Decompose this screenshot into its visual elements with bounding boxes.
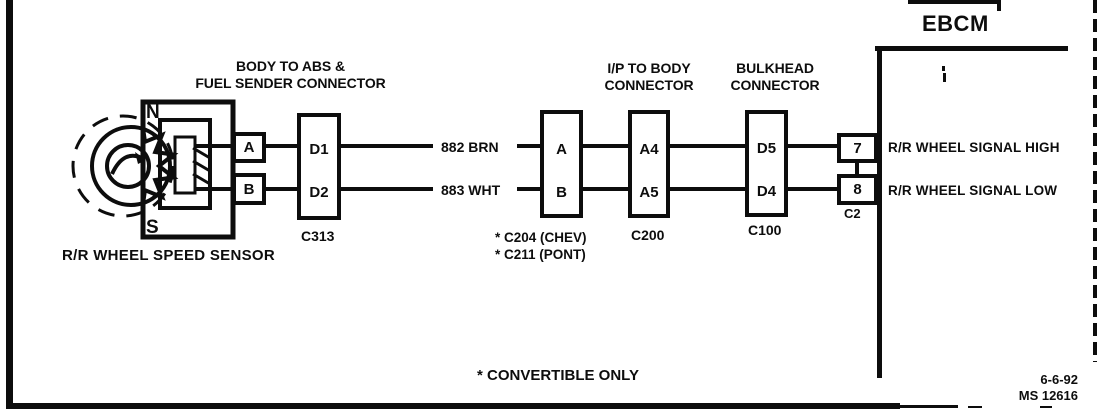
- wire-882-brn-label: 882 BRN: [441, 139, 499, 155]
- page-border-bottom: [6, 403, 900, 409]
- connector-c200-box: A4 A5: [628, 110, 670, 218]
- c200-pin-a5: A5: [639, 184, 659, 201]
- tone-ring-dashed-circle: [71, 114, 175, 218]
- sensor-pin-b-box: B: [232, 173, 266, 205]
- header-line: I/P TO BODY: [607, 60, 691, 76]
- ebcm-pin-8-box: 8: [837, 174, 878, 205]
- ebcm-box-left-edge: [877, 46, 882, 378]
- coil-winding-hatch: [192, 146, 211, 160]
- pole-south-label: S: [146, 217, 159, 238]
- c204-label-chev: * C204 (CHEV): [495, 230, 587, 245]
- wire-segment: [788, 144, 837, 148]
- header-body-to-abs: BODY TO ABS & FUEL SENDER CONNECTOR: [183, 58, 398, 92]
- hub-circle: [105, 143, 151, 189]
- wire-segment: [517, 187, 540, 191]
- wire-segment: [670, 187, 745, 191]
- ebcm-box-top-edge: [875, 46, 1068, 51]
- wheel-speed-sensor-drawing: N S: [71, 99, 236, 240]
- c204-pin-a: A: [556, 141, 567, 158]
- header-line: CONNECTOR: [730, 77, 820, 93]
- c100-label: C100: [748, 222, 782, 238]
- wire-segment: [341, 144, 433, 148]
- ebcm-pin-7-box: 7: [837, 133, 878, 163]
- signal-high-label: R/R WHEEL SIGNAL HIGH: [888, 140, 1060, 155]
- diagram-date: 6-6-92: [1040, 372, 1078, 387]
- pole-north-label: N: [146, 102, 160, 123]
- wire-segment: [341, 187, 433, 191]
- connector-c100-box: D5 D4: [745, 110, 788, 217]
- coil-winding-hatch: [192, 172, 211, 186]
- c313-pin-d1: D1: [309, 141, 329, 158]
- page-border-right: [1093, 0, 1097, 362]
- c313-pin-d2: D2: [309, 184, 329, 201]
- page-border-top-tick: [997, 0, 1001, 11]
- header-line: FUEL SENDER CONNECTOR: [195, 75, 386, 91]
- wire-segment: [583, 144, 628, 148]
- sensor-pin-a-box: A: [232, 132, 266, 163]
- page-border-bottom-fade: [900, 405, 958, 408]
- signal-low-label: R/R WHEEL SIGNAL LOW: [888, 183, 1058, 198]
- scan-artifact-mark: [943, 73, 946, 82]
- ebcm-pin-link: [855, 161, 859, 176]
- c204-pin-b: B: [556, 184, 567, 201]
- ebcm-pin-8-label: 8: [853, 181, 862, 198]
- coil-winding-hatch: [192, 159, 211, 173]
- c100-pin-d5: D5: [756, 140, 777, 157]
- wire-segment: [266, 187, 297, 191]
- wire-segment: [583, 187, 628, 191]
- sensor-pin-b-label: B: [243, 180, 255, 198]
- coil-rect: [173, 135, 197, 195]
- page-border-left: [6, 0, 13, 409]
- header-bulkhead: BULKHEAD CONNECTOR: [714, 60, 836, 94]
- wire-883-wht-label: 883 WHT: [441, 182, 501, 198]
- ebcm-pin-7-label: 7: [853, 139, 862, 157]
- wire-segment: [517, 144, 540, 148]
- connector-c313-box: D1 D2: [297, 113, 341, 220]
- magnet-housing-rect: [140, 99, 236, 240]
- wire-segment: [670, 144, 745, 148]
- c313-label: C313: [301, 228, 335, 244]
- c200-pin-a4: A4: [639, 141, 659, 158]
- c100-pin-d4: D4: [756, 183, 777, 200]
- sensor-caption: R/R WHEEL SPEED SENSOR: [62, 247, 276, 264]
- header-line: BULKHEAD: [736, 60, 814, 76]
- footnote-convertible-only: * CONVERTIBLE ONLY: [477, 367, 639, 384]
- ebcm-title: EBCM: [922, 11, 989, 36]
- scan-artifact-mark: [942, 66, 945, 71]
- page-border-bottom-dot: [968, 406, 982, 408]
- wire-segment: [788, 187, 837, 191]
- diagram-doc-number: MS 12616: [1018, 388, 1078, 403]
- header-ip-to-body: I/P TO BODY CONNECTOR: [588, 60, 710, 94]
- header-line: BODY TO ABS &: [236, 58, 345, 74]
- header-line: CONNECTOR: [604, 77, 694, 93]
- page-border-top-segment: [908, 0, 1000, 4]
- sensor-body-rect: [158, 118, 212, 210]
- wire-segment: [266, 144, 297, 148]
- tone-ring-circle: [90, 125, 172, 207]
- page-border-bottom-dot: [1040, 406, 1052, 408]
- connector-c204-box: A B: [540, 110, 583, 218]
- c211-label-pont: * C211 (PONT): [495, 247, 586, 262]
- ebcm-connector-c2-label: C2: [844, 206, 861, 221]
- sensor-pin-a-label: A: [243, 139, 255, 156]
- c200-label: C200: [631, 227, 665, 243]
